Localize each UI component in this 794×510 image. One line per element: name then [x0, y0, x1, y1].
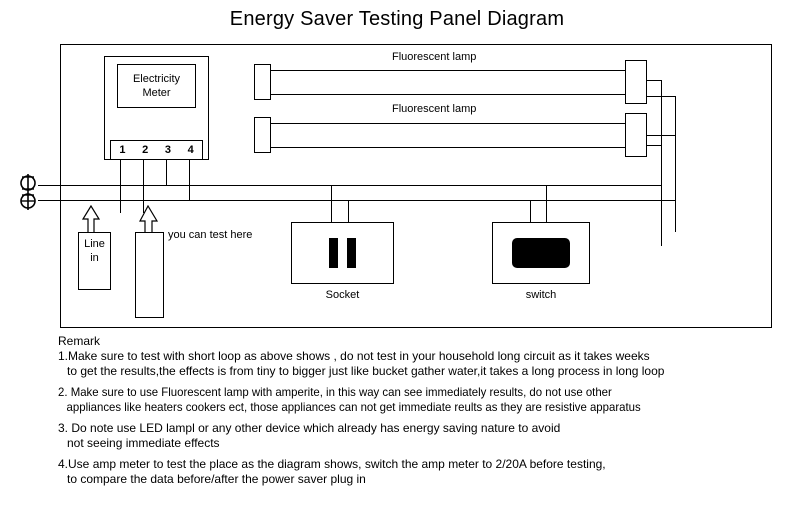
wire-right-vert-b	[675, 96, 676, 232]
wire-lamp1-top-out	[647, 80, 662, 81]
wire-terminal-3-drop	[166, 160, 167, 185]
wire-terminal-4-drop	[189, 160, 190, 200]
wire-switch-drop-left	[530, 200, 531, 223]
wire-lamp1-bottom-out	[647, 96, 676, 97]
remark-item-3: 3. Do note use LED lampl or any other de…	[58, 421, 788, 451]
page-title: Energy Saver Testing Panel Diagram	[229, 8, 565, 30]
supply-terminal-bottom-icon	[20, 192, 36, 210]
switch-device[interactable]	[492, 222, 590, 284]
meter-terminal-1: 1	[119, 144, 126, 156]
switch-rocker-icon	[512, 238, 570, 268]
lamp-2-left-cap	[254, 117, 271, 153]
remark-3-line2: not seeing immediate effects	[67, 436, 220, 450]
wire-lamp2-bottom-out	[647, 145, 662, 146]
remark-1-line1: Make sure to test with short loop as abo…	[68, 349, 650, 363]
test-here-arrow-icon	[139, 205, 159, 240]
diagram-frame	[60, 44, 772, 328]
line-in-arrow-icon	[81, 205, 101, 235]
line-in-box: Line in	[78, 232, 111, 290]
remark-2-number: 2.	[58, 385, 68, 399]
meter-label-line2: Meter	[142, 87, 171, 99]
remark-2-line1: Make sure to use Fluorescent lamp with a…	[70, 385, 612, 399]
wire-right-vert-a	[661, 80, 662, 246]
remark-item-2: 2. Make sure to use Fluorescent lamp wit…	[58, 385, 752, 415]
socket-device[interactable]	[291, 222, 394, 284]
wire-terminal-2-drop	[143, 160, 144, 213]
remark-1-number: 1.	[58, 349, 69, 363]
remark-item-4: 4.Use amp meter to test the place as the…	[58, 457, 788, 487]
switch-label: switch	[525, 289, 557, 301]
lamp-1-right-cap	[625, 60, 647, 104]
meter-terminal-3: 3	[164, 144, 171, 156]
socket-label: Socket	[325, 289, 360, 301]
test-here-box	[135, 232, 164, 318]
electricity-meter-label: Electricity Meter	[117, 64, 196, 108]
remarks-section: Remark 1.Make sure to test with short lo…	[58, 334, 788, 493]
meter-terminal-strip: 1 2 3 4	[110, 140, 203, 160]
remark-4-line2: to compare the data before/after the pow…	[67, 472, 366, 486]
lamp-2-wire-top	[271, 123, 625, 124]
wire-lamp2-top-out	[647, 135, 676, 136]
remark-item-1: 1.Make sure to test with short loop as a…	[58, 349, 788, 379]
line-in-label-line1: Line	[84, 238, 105, 250]
wire-switch-drop-right	[546, 185, 547, 223]
remark-4-line1: Use amp meter to test the place as the d…	[68, 457, 606, 471]
wire-socket-drop-right	[348, 200, 349, 223]
test-here-note: you can test here	[168, 229, 253, 241]
meter-terminal-4: 4	[187, 144, 194, 156]
lamp-1-wire-bottom	[271, 94, 625, 95]
wire-socket-drop-left	[331, 185, 332, 223]
remarks-heading: Remark	[58, 334, 101, 348]
wire-terminal-1-drop	[120, 160, 121, 213]
remark-4-number: 4.	[58, 457, 69, 471]
meter-terminal-2: 2	[142, 144, 149, 156]
meter-label-line1: Electricity	[132, 73, 181, 85]
lamp-1-label: Fluorescent lamp	[392, 51, 477, 63]
bus-line-upper	[38, 185, 661, 186]
lamp-2-wire-bottom	[271, 147, 625, 148]
remark-3-number: 3.	[58, 421, 69, 435]
bus-line-lower	[38, 200, 675, 201]
remark-2-line2: appliances like heaters cookers ect, tho…	[66, 400, 641, 414]
supply-terminal-top-icon	[20, 174, 36, 192]
lamp-2-right-cap	[625, 113, 647, 157]
lamp-1-wire-top	[271, 70, 625, 71]
remark-1-line2: to get the results,the effects is from t…	[67, 364, 665, 378]
line-in-label-line2: in	[90, 252, 99, 264]
remark-3-line1: Do note use LED lampl or any other devic…	[71, 421, 561, 435]
socket-pins-icon	[329, 238, 356, 268]
lamp-1-left-cap	[254, 64, 271, 100]
lamp-2-label: Fluorescent lamp	[392, 103, 477, 115]
